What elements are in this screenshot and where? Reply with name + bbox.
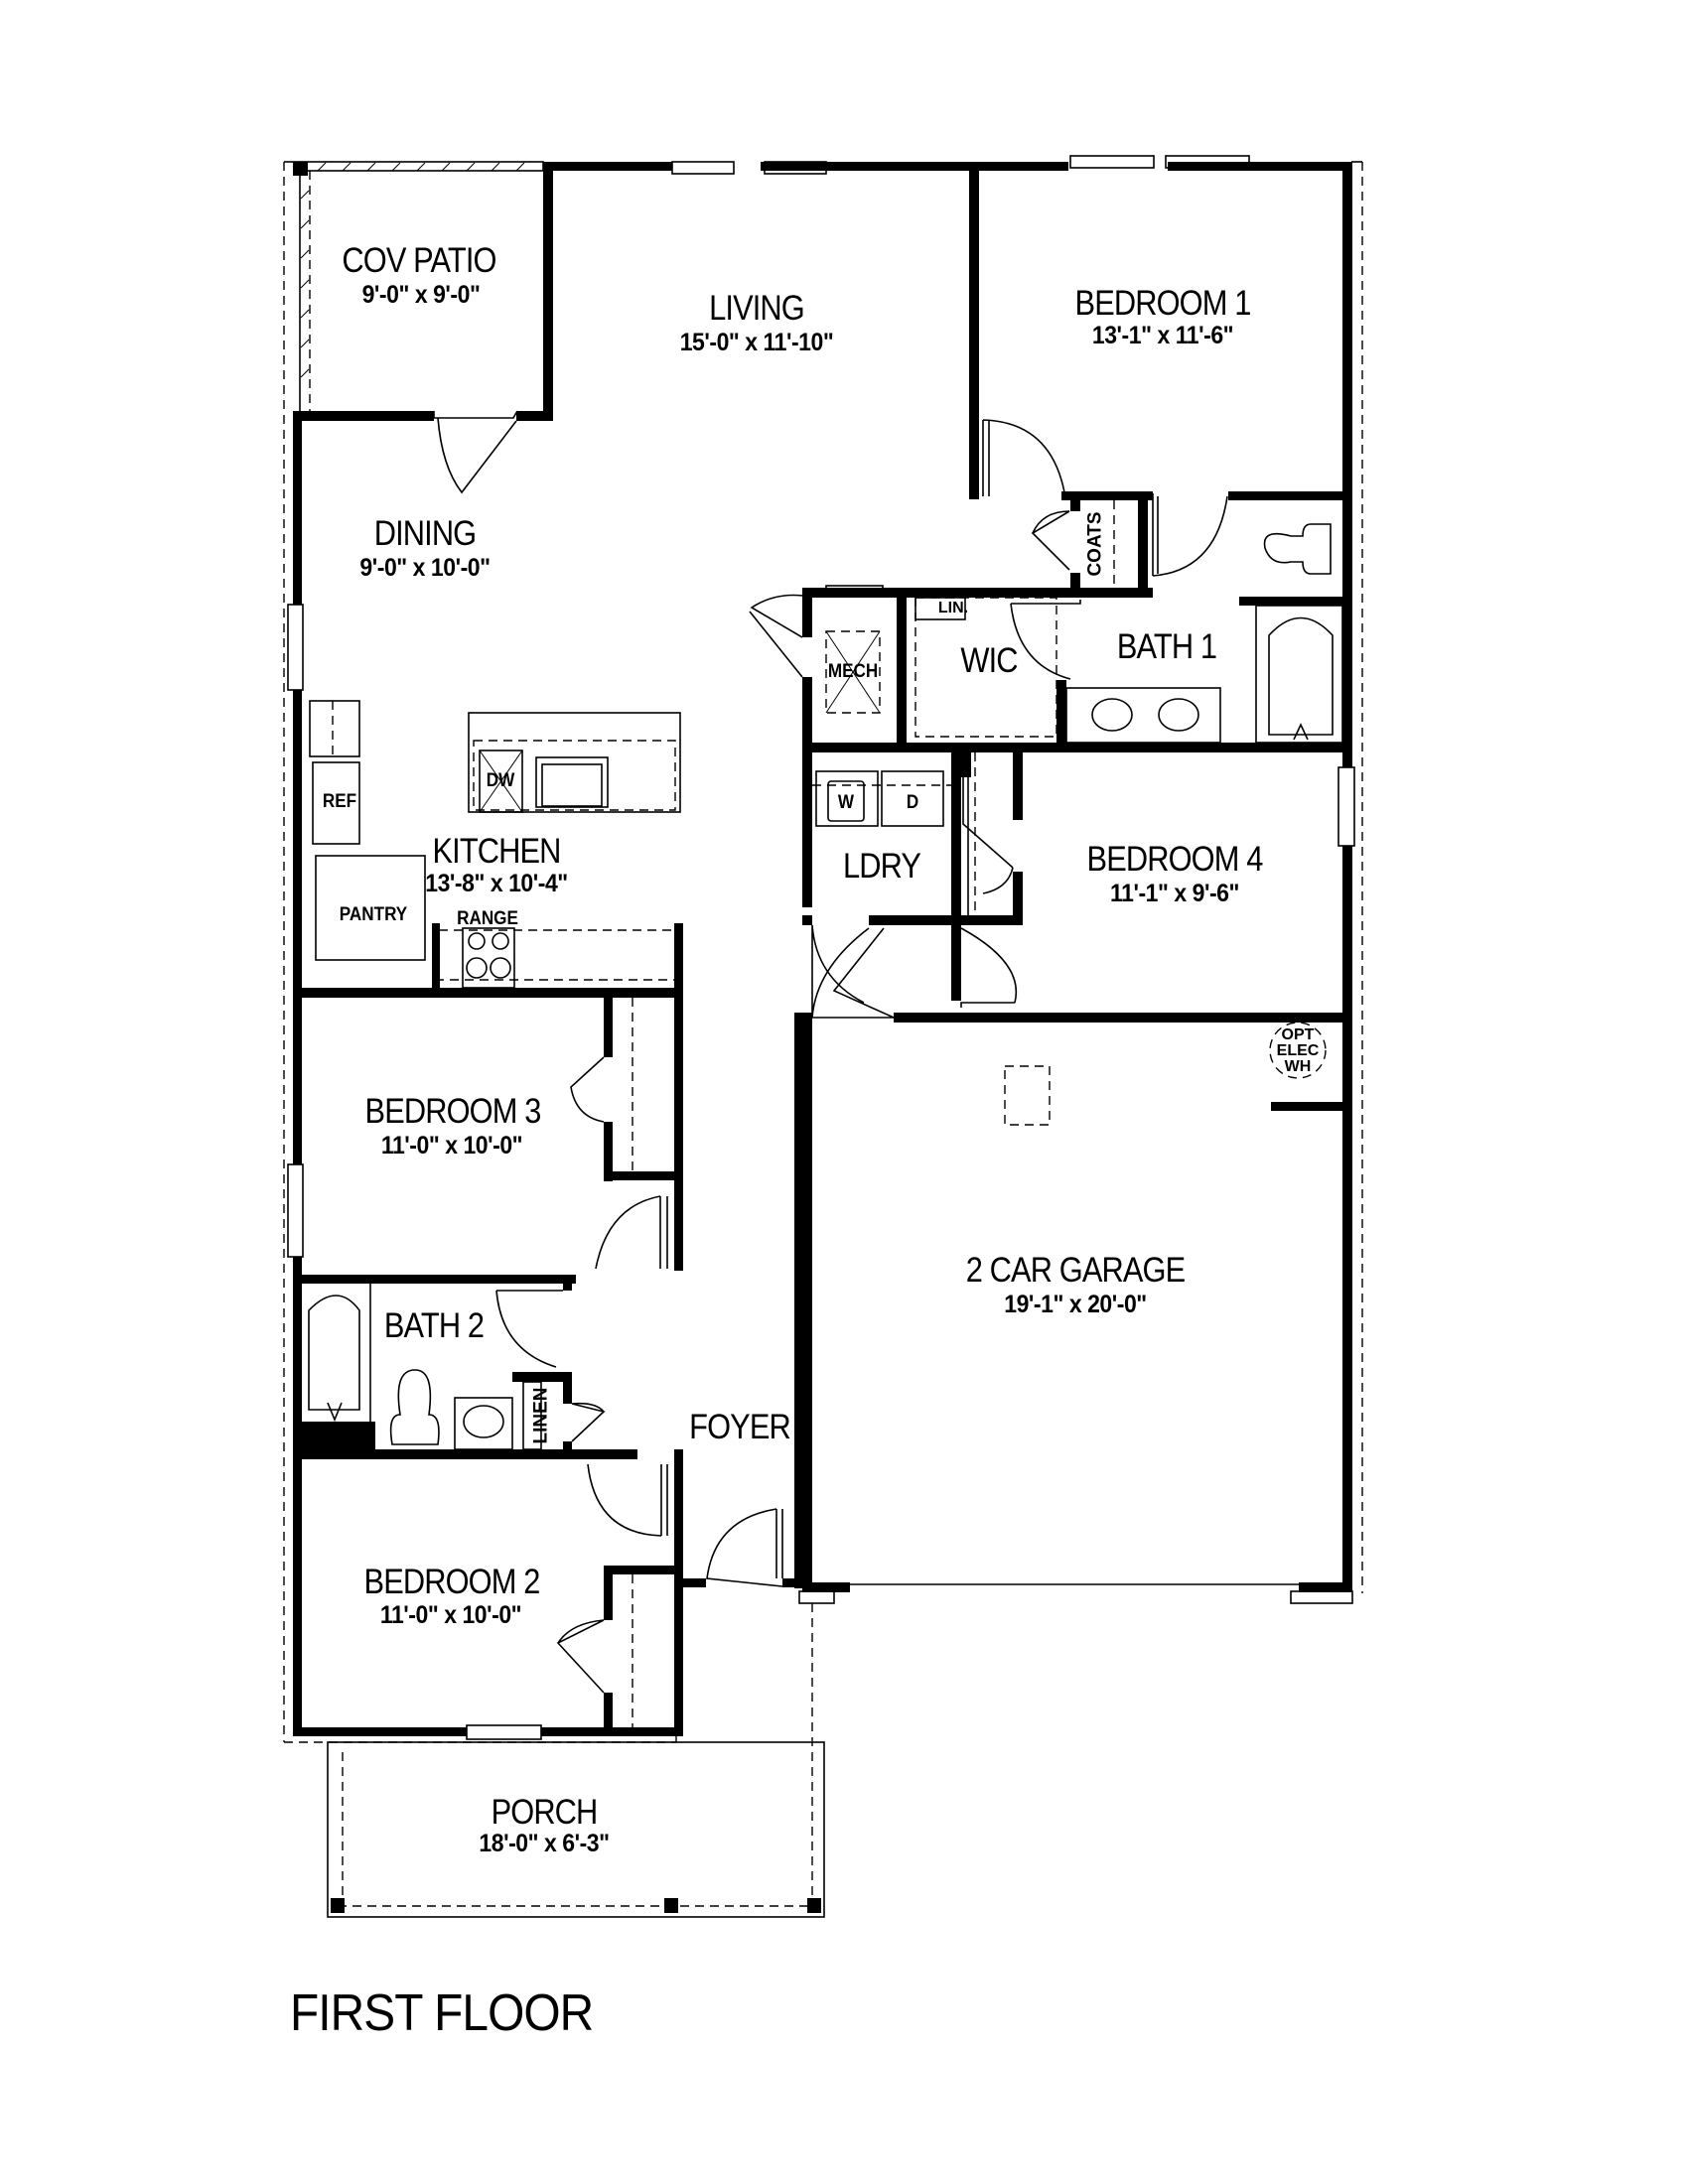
fixture-lin-label: LIN. bbox=[937, 600, 969, 616]
doors bbox=[433, 410, 1228, 1694]
room-bath-1-name: BATH 1 bbox=[1116, 627, 1217, 666]
fixture-linen-label: LINEN bbox=[530, 1387, 552, 1444]
water-heater-label-line-2: ELEC bbox=[1276, 1042, 1320, 1059]
room-bedroom-1-name: BEDROOM 1 bbox=[1074, 284, 1252, 323]
room-bedroom-2-dims: 11'-0" x 10'-0" bbox=[379, 1601, 522, 1629]
fixture-dw-label: DW bbox=[486, 770, 515, 791]
fixture-dryer-label: D bbox=[906, 792, 919, 813]
water-heater-label-line-3: WH bbox=[1284, 1058, 1312, 1075]
fixtures bbox=[308, 500, 1353, 1918]
room-porch-name: PORCH bbox=[491, 1793, 599, 1832]
room-bedroom-2-name: BEDROOM 2 bbox=[363, 1563, 541, 1601]
room-bedroom-3-dims: 11'-0" x 10'-0" bbox=[380, 1132, 523, 1160]
room-bedroom-3-name: BEDROOM 3 bbox=[364, 1092, 542, 1131]
walls bbox=[293, 162, 1352, 1736]
room-foyer-name: FOYER bbox=[689, 1408, 791, 1446]
room-living-dims: 15'-0" x 11'-10" bbox=[679, 329, 834, 356]
cov-patio-structure bbox=[293, 161, 544, 411]
fixture-ref-label: REF bbox=[322, 791, 357, 812]
fixture-range-label: RANGE bbox=[457, 908, 518, 929]
room-bedroom-4-name: BEDROOM 4 bbox=[1086, 840, 1264, 879]
room-kitchen-dims: 13'-8" x 10'-4" bbox=[425, 870, 568, 897]
room-ldry-name: LDRY bbox=[842, 847, 921, 886]
fixture-coats-label: COATS bbox=[1084, 511, 1106, 577]
water-heater-label-line-1: OPT bbox=[1281, 1026, 1315, 1043]
windows bbox=[287, 155, 1355, 1740]
floor-title: FIRST FLOOR bbox=[290, 1984, 594, 2042]
room-dining-dims: 9'-0" x 10'-0" bbox=[359, 554, 491, 582]
room-kitchen-name: KITCHEN bbox=[432, 832, 561, 871]
room-dining-name: DINING bbox=[373, 514, 477, 553]
room-bedroom-1-dims: 13'-1" x 11'-6" bbox=[1091, 322, 1234, 349]
room-porch-dims: 18'-0" x 6'-3" bbox=[479, 1830, 610, 1857]
room-garage-name: 2 CAR GARAGE bbox=[965, 1251, 1186, 1290]
room-living-name: LIVING bbox=[709, 289, 805, 328]
room-garage-dims: 19'-1" x 20'-0" bbox=[1004, 1291, 1147, 1318]
room-wic-name: WIC bbox=[960, 641, 1018, 680]
fixture-mech-label: MECH bbox=[827, 661, 879, 682]
fixture-pantry-label: PANTRY bbox=[339, 904, 408, 925]
room-cov-patio-dims: 9'-0" x 9'-0" bbox=[361, 281, 481, 309]
fixture-washer-label: W bbox=[837, 792, 855, 813]
room-bedroom-4-dims: 11'-1" x 9'-6" bbox=[1110, 880, 1239, 907]
exterior-outline bbox=[283, 161, 1363, 1743]
room-bath-2-name: BATH 2 bbox=[383, 1306, 485, 1345]
room-cov-patio-name: COV PATIO bbox=[342, 241, 496, 280]
